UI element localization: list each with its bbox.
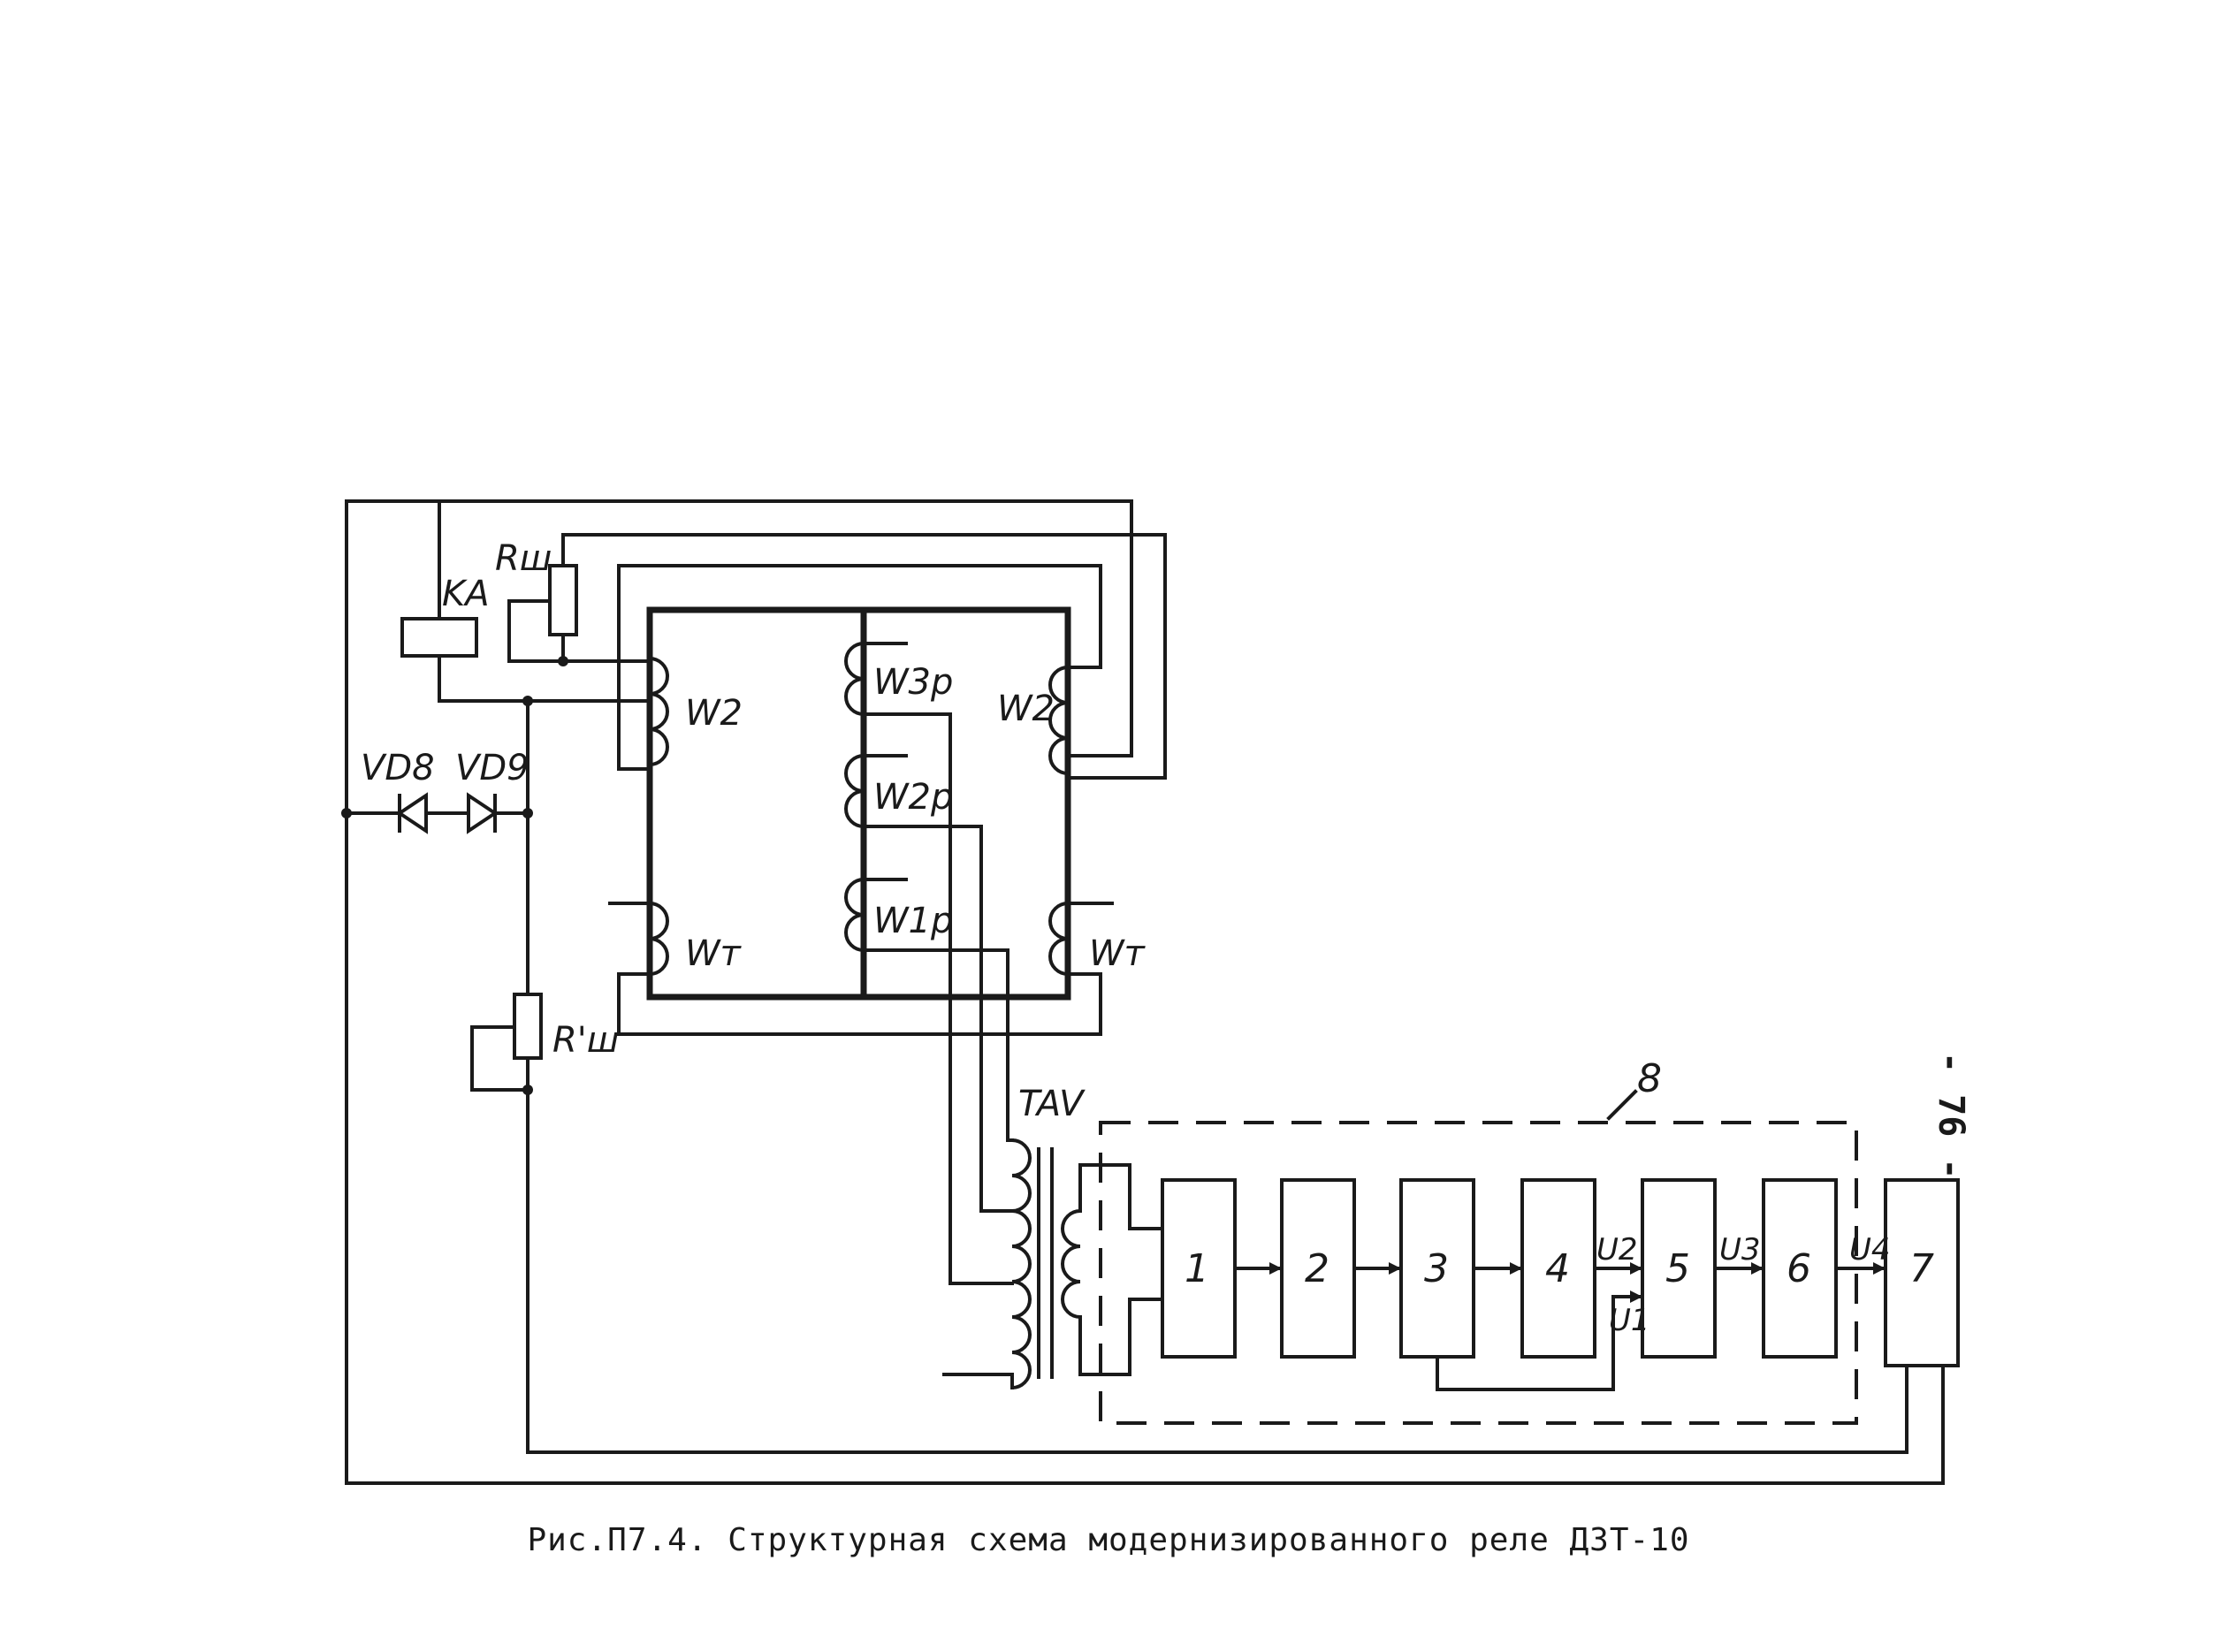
label-block-7: 7: [1909, 1246, 1934, 1291]
block-6: [1762, 1178, 1838, 1359]
arrowhead-u1: [1630, 1290, 1642, 1303]
core-frame: [646, 606, 1071, 1001]
label-block-6: 6: [1787, 1246, 1811, 1291]
wire-tav-secondary: [1078, 1163, 1164, 1376]
coil-wt-left: [649, 902, 669, 976]
label-vd8: VD8: [361, 748, 435, 788]
label-rsh-prime: R'ш: [552, 1020, 619, 1061]
block-7: [1884, 1178, 1960, 1367]
relay-ka: [400, 617, 478, 658]
coil-w3p: [844, 642, 865, 716]
label-u3: U3: [1719, 1232, 1761, 1268]
arrowhead-1-2: [1269, 1262, 1282, 1275]
wire-wt: [608, 902, 1114, 1036]
wire-rsh: [507, 533, 1167, 780]
wire-3-5-feedback: [1436, 1295, 1644, 1391]
label-vd9: VD9: [455, 748, 529, 788]
group-8-boundary: [1099, 1121, 1858, 1425]
label-rsh: Rш: [495, 538, 552, 579]
coil-wt-right: [1048, 902, 1069, 976]
junction-rsh: [558, 656, 568, 666]
label-u4: U4: [1849, 1232, 1891, 1268]
wire-outer-top: [345, 499, 1133, 757]
label-wt-left: Wт: [685, 933, 743, 974]
block-2: [1280, 1178, 1356, 1359]
arrowhead-6-7: [1873, 1262, 1886, 1275]
arrowhead-4-5: [1630, 1262, 1642, 1275]
coil-tav-secondary: [1061, 1209, 1081, 1319]
junction-rsh-prime: [522, 1085, 533, 1095]
wire-outer-left: [345, 499, 1945, 1485]
label-group-8: 8: [1637, 1056, 1662, 1101]
figure-caption: Рис.П7.4. Структурная схема модернизиров…: [527, 1522, 1690, 1558]
label-w2-left: W2: [685, 693, 743, 734]
shunt-rsh-prime: [513, 993, 543, 1060]
label-u2: U2: [1596, 1232, 1638, 1268]
coil-w1p: [844, 878, 865, 952]
label-u1: U1: [1609, 1303, 1650, 1338]
label-block-2: 2: [1305, 1246, 1329, 1291]
wire-w2-left-loop: [617, 564, 1102, 771]
wire-ka: [438, 499, 651, 703]
group-8-leader: [1606, 1089, 1638, 1121]
label-block-4: 4: [1545, 1246, 1570, 1291]
label-block-1: 1: [1185, 1246, 1209, 1291]
arrowhead-3-4: [1510, 1262, 1522, 1275]
label-tav: TAV: [1018, 1084, 1086, 1124]
coil-w2p: [844, 754, 865, 828]
page-number: - 76 -: [1931, 1052, 1971, 1180]
coil-tav-primary: [1011, 1138, 1032, 1389]
wire-winding-taps: [862, 642, 1014, 1285]
coil-w2-right: [1048, 666, 1069, 775]
diode-vd9: [467, 792, 499, 834]
label-w3p: W3p: [873, 662, 953, 703]
arrowhead-2-3: [1389, 1262, 1401, 1275]
label-ka: KA: [442, 574, 490, 614]
label-wt-right: Wт: [1089, 933, 1147, 974]
wire-rsh-prime: [470, 1025, 529, 1092]
wire-return: [526, 1088, 1908, 1454]
label-w2-right: W2: [997, 689, 1055, 729]
junction-diode-left: [341, 808, 352, 818]
label-w1p: W1p: [873, 901, 953, 941]
diode-vd8: [396, 792, 428, 834]
coil-w2-left: [649, 657, 669, 766]
label-w2p: W2p: [873, 777, 953, 818]
label-block-3: 3: [1424, 1246, 1449, 1291]
junction-ka: [522, 696, 533, 706]
wire-tav-primary-end: [942, 1373, 1014, 1389]
shunt-rsh: [548, 564, 578, 636]
tav-core: [1037, 1147, 1054, 1379]
arrowhead-5-6: [1751, 1262, 1764, 1275]
label-block-5: 5: [1665, 1246, 1690, 1291]
